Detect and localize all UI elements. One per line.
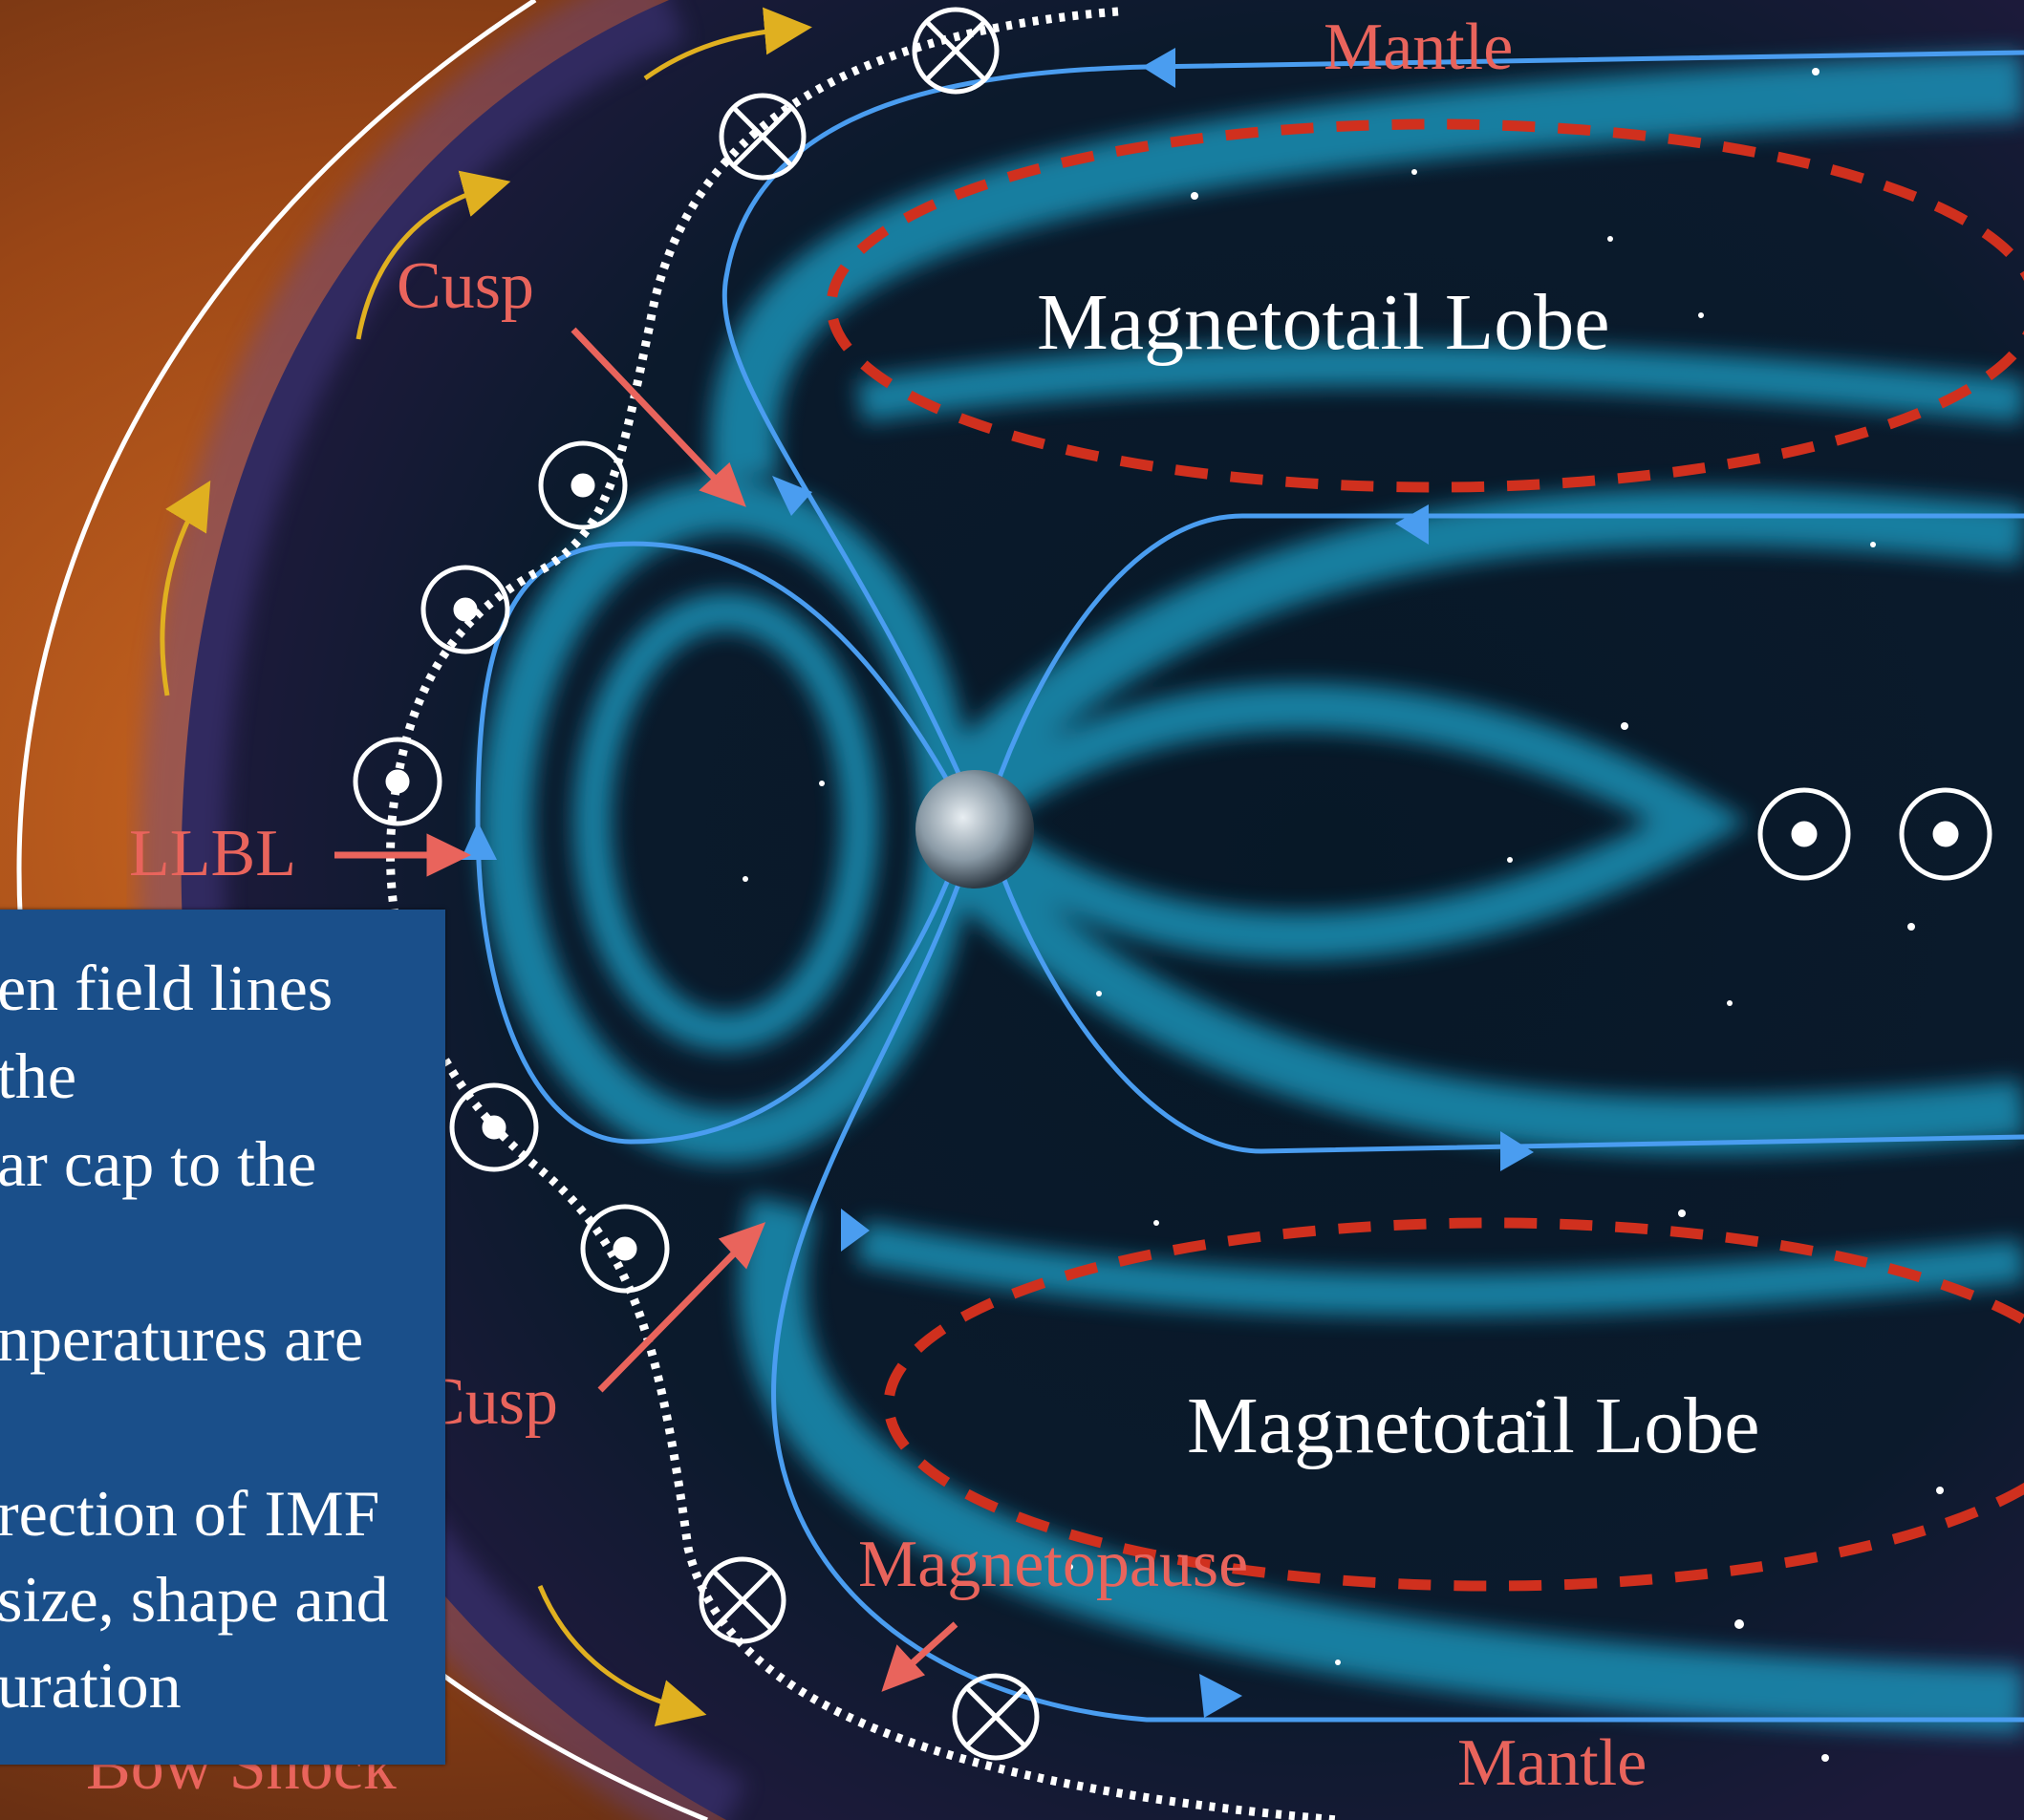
field-glow-bands [480,53,2024,1734]
circle-dot-icon [1757,787,1851,881]
cusp-label-top: Cusp [397,249,534,323]
stars [743,68,1944,1762]
circle-cross-icon [719,93,807,181]
info-text-box: en field lines the ar cap to the nperatu… [0,910,445,1765]
magnetopause-label: Magnetopause [858,1528,1248,1601]
into-page-symbols [699,7,1040,1761]
info-line-3: ar cap to the [0,1127,317,1200]
info-line-8: size, shape and [0,1563,389,1636]
mantle-label-bottom: Mantle [1457,1726,1647,1800]
magnetotail-lobe-label-top: Magnetotail Lobe [1037,278,1609,367]
circle-dot-icon [449,1082,539,1172]
solar-wind-flow-arrows [160,7,812,1726]
circle-dot-icon [538,440,628,530]
circle-cross-icon [912,7,1000,95]
magnetotail-lobe-label-bottom: Magnetotail Lobe [1187,1381,1759,1470]
circle-dot-icon [1899,787,1992,881]
circle-cross-icon [952,1673,1040,1761]
info-line-2: the [0,1039,77,1112]
llbl-label: LLBL [129,817,296,890]
info-line-7: rection of IMF [0,1477,380,1550]
circle-dot-icon [580,1204,670,1294]
circle-dot-icon [353,737,442,826]
info-line-5: nperatures are [0,1302,364,1375]
earth-icon [915,770,1034,889]
field-line-arrows [461,48,1534,1718]
mantle-label-top: Mantle [1324,11,1513,84]
info-line-9: uration [0,1649,182,1722]
circle-cross-icon [699,1556,786,1644]
info-line-1: en field lines [0,952,334,1024]
out-of-page-symbols [353,440,1992,1294]
circle-dot-icon [420,565,510,654]
label-pointer-arrows [334,327,958,1692]
magnetopause-line [386,7,1339,1820]
